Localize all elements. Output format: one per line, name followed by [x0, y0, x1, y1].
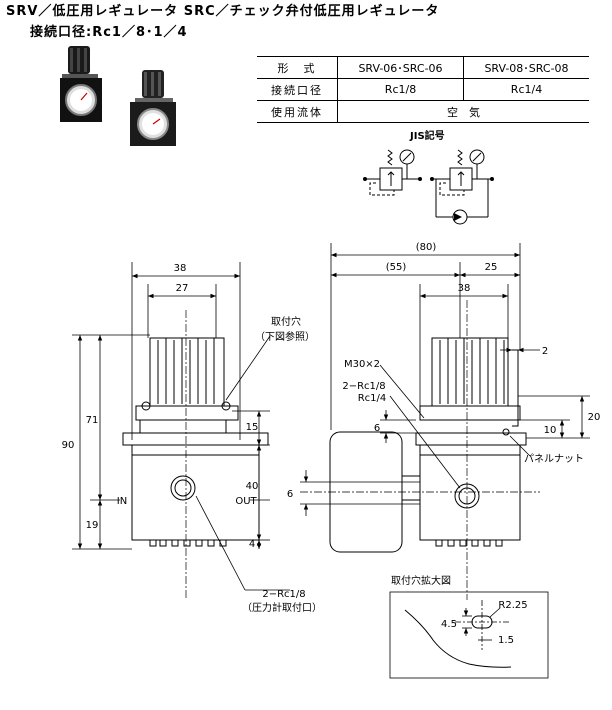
spec-fluid: 空 気: [337, 100, 589, 123]
side-dim-2: 2: [542, 346, 548, 357]
mount-hole-ref: （下図参照）: [255, 330, 315, 343]
table-row: 接続口径 Rc1/8 Rc1/4: [257, 78, 589, 101]
rc-label-06: 2−Rc1/8: [342, 381, 385, 392]
detail-radius: R2.25: [498, 600, 527, 611]
spec-table: 形 式 SRV-06･SRC-06 SRV-08･SRC-08 接続口径 Rc1…: [257, 56, 589, 123]
front-dim-15: 15: [246, 422, 259, 433]
detail-dim-15: 1.5: [498, 635, 514, 646]
detail-title: 取付穴拡大図: [391, 574, 451, 587]
front-dim-71: 71: [86, 415, 99, 426]
page-title: SRV／低圧用レギュレータ SRC／チェック弁付低圧用レギュレータ: [6, 4, 440, 19]
front-dim-4: 4: [249, 539, 255, 550]
side-dim-55: (55): [386, 262, 407, 273]
front-dim-90: 90: [62, 440, 75, 451]
side-dim-80: (80): [416, 242, 437, 253]
front-dim-27: 27: [176, 283, 189, 294]
detail-dim-45: 4.5: [441, 619, 457, 630]
gauge-port-label: 2−Rc1/8: [262, 589, 305, 600]
spec-model-06: SRV-06･SRC-06: [337, 56, 464, 79]
page-subtitle: 接続口径:Rc1／8･1／4: [30, 25, 188, 40]
gauge-port-desc: （圧力計取付口）: [242, 601, 322, 614]
front-dim-40: 40: [246, 481, 259, 492]
spec-header-port: 接続口径: [257, 78, 338, 101]
front-dim-19: 19: [86, 520, 99, 531]
side-view: (80) (55) 25 38 2 20 10 6 6 M30×2 2−Rc1/…: [287, 242, 601, 600]
side-dim-25: 25: [485, 262, 498, 273]
jis-label: JIS記号: [409, 129, 445, 142]
front-dim-38: 38: [174, 263, 187, 274]
side-dim-10: 10: [544, 425, 557, 436]
spec-model-08: SRV-08･SRC-08: [463, 56, 589, 79]
side-dim-38: 38: [458, 283, 471, 294]
rc-label-08: Rc1/4: [358, 393, 387, 404]
side-dim-6-top: 6: [374, 423, 380, 434]
in-label: IN: [117, 496, 127, 507]
panel-nut-label: パネルナット: [524, 453, 584, 465]
out-label: OUT: [235, 496, 257, 507]
m30-label: M30×2: [344, 359, 380, 370]
side-dim-20: 20: [588, 412, 601, 423]
table-row: 形 式 SRV-06･SRC-06 SRV-08･SRC-08: [257, 56, 589, 79]
front-view: 38 27 71 90 19 15 40 4 IN OUT 取付穴 （下図参照）…: [62, 262, 322, 614]
jis-symbol: JIS記号: [363, 129, 494, 225]
side-dim-6-port: 6: [287, 489, 293, 500]
mount-hole-detail: 取付穴拡大図 R2.25 4.5 1.5: [389, 574, 549, 679]
spec-port-08: Rc1/4: [463, 78, 589, 101]
table-row: 使用流体 空 気: [257, 100, 589, 123]
mount-hole-label: 取付穴: [271, 315, 301, 328]
spec-header-fluid: 使用流体: [257, 100, 338, 123]
